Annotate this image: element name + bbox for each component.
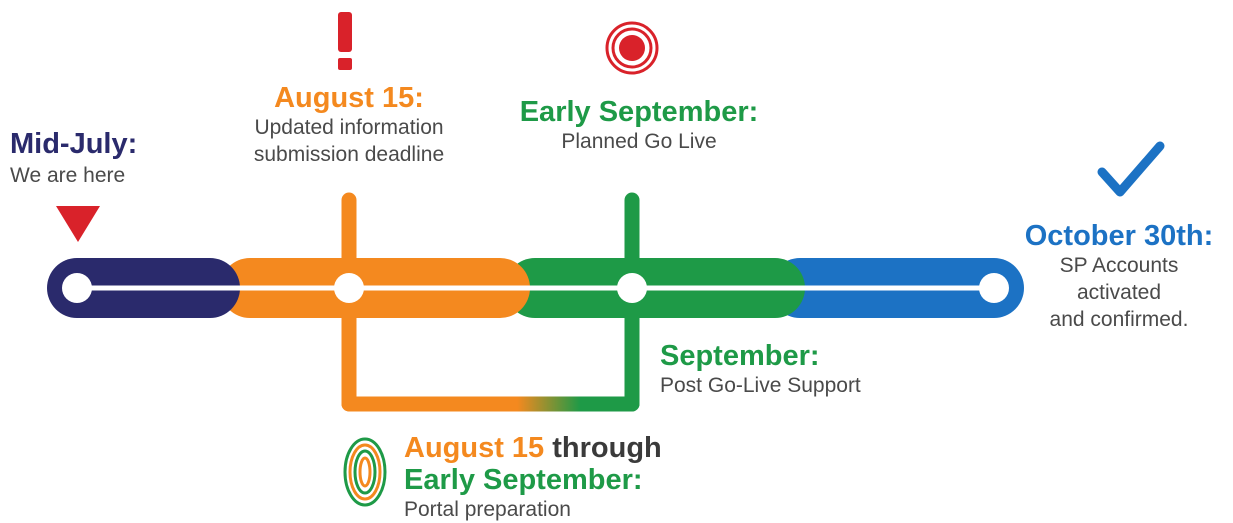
mid-july-desc: We are here <box>10 164 126 187</box>
exclamation-icon <box>338 12 352 70</box>
timeline-node-oct30 <box>979 273 1009 303</box>
milestone-sep-support: September: Post Go-Live Support <box>660 340 861 399</box>
oct30-desc-line2: activated <box>1076 281 1162 304</box>
oct30-title: October 30th: <box>1024 220 1214 252</box>
early-sep-desc: Planned Go Live <box>561 130 717 153</box>
early-sep-title: Early September: <box>519 96 759 128</box>
portal-prep-title-start: August 15 <box>404 432 545 464</box>
oct30-desc-line1: SP Accounts <box>1059 254 1179 277</box>
portal-prep-desc: Portal preparation <box>404 498 571 521</box>
down-triangle-marker-icon <box>56 206 100 242</box>
portal-prep-title-line2: Early September: <box>404 464 643 496</box>
timeline-node-early-sep <box>617 273 647 303</box>
timeline-node-aug15 <box>334 273 364 303</box>
concentric-ellipses-icon <box>343 437 387 507</box>
portal-prep-title-line1: August 15 through <box>404 432 662 464</box>
sep-support-title: September: <box>660 340 820 372</box>
milestone-early-sep: Early September: Planned Go Live <box>494 96 784 155</box>
aug15-title: August 15: <box>274 82 424 114</box>
sep-support-desc: Post Go-Live Support <box>660 374 861 397</box>
portal-prep-title-through: through <box>544 432 662 464</box>
milestone-portal-prep: August 15 through Early September: Porta… <box>404 432 662 523</box>
milestone-mid-july: Mid-July: We are here <box>10 128 137 189</box>
checkmark-icon <box>1097 141 1165 197</box>
milestone-oct30: October 30th: SP Accounts activated and … <box>1005 220 1233 333</box>
milestone-aug15: August 15: Updated information submissio… <box>219 82 479 168</box>
timeline-node-mid-july <box>62 273 92 303</box>
target-icon <box>605 21 659 75</box>
aug15-desc-line1: Updated information <box>254 116 444 139</box>
mid-july-title: Mid-July: <box>10 128 138 160</box>
aug15-desc-line2: submission deadline <box>253 143 445 166</box>
oct30-desc-line3: and confirmed. <box>1049 308 1189 331</box>
